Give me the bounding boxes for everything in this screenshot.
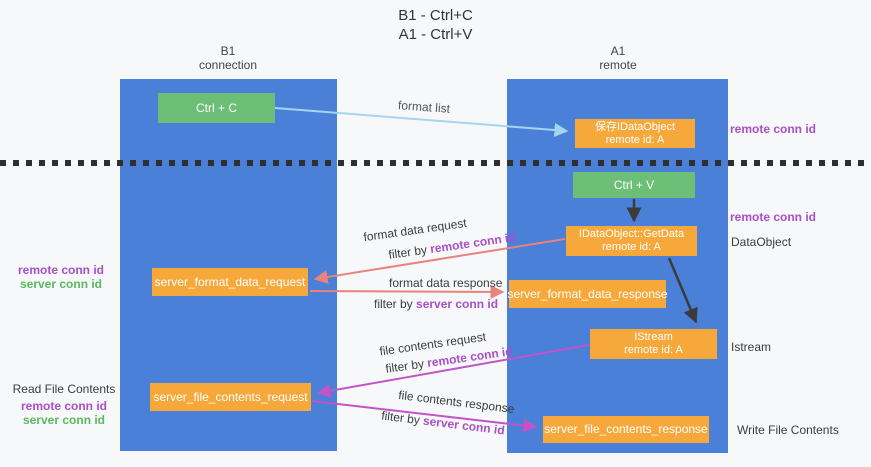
right-label-dataobject: DataObject bbox=[731, 235, 792, 249]
right-label-istream: Istream bbox=[731, 340, 772, 354]
left-label-read-file-contents: Read File Contents bbox=[12, 382, 116, 396]
left-remote-conn-id-bottom: remote conn id bbox=[20, 399, 107, 413]
box-idataobject-getdata: IDataObject::GetData remote id: A bbox=[566, 226, 697, 256]
server-file-contents-response-label: server_file_contents_response bbox=[544, 422, 708, 436]
getdata-line1: IDataObject::GetData bbox=[578, 228, 685, 240]
label-format-list: format list bbox=[397, 98, 451, 116]
right-label-write-file-contents: Write File Contents bbox=[737, 423, 839, 437]
server-conn-id-key: server conn id bbox=[416, 297, 499, 311]
box-server-file-contents-response: server_file_contents_response bbox=[543, 416, 709, 443]
title-line-2: A1 - Ctrl+V bbox=[398, 26, 473, 43]
remote-conn-id-key: remote conn id bbox=[429, 230, 517, 256]
arrow-format-data-response bbox=[309, 284, 505, 299]
server-format-data-request-label: server_format_data_request bbox=[154, 274, 306, 289]
save-idataobject-line1: 保存IDataObject bbox=[594, 120, 676, 133]
lane-a1-role: remote bbox=[599, 58, 637, 72]
lane-header-a1: A1 remote bbox=[548, 44, 688, 72]
filter-by-text: filter by bbox=[380, 408, 425, 428]
box-server-format-data-request: server_format_data_request bbox=[152, 268, 308, 296]
box-istream: IStream remote id: A bbox=[590, 329, 717, 359]
left-conn-id-group-top: remote conn id server conn id bbox=[8, 263, 114, 291]
left-remote-conn-id-top: remote conn id bbox=[17, 263, 104, 277]
lane-b1-role: connection bbox=[198, 58, 258, 72]
server-file-contents-request-label: server_file_contents_request bbox=[153, 389, 308, 404]
diagram-title: B1 - Ctrl+C A1 - Ctrl+V bbox=[0, 6, 871, 44]
ctrl-c-label: Ctrl + C bbox=[195, 100, 237, 115]
filter-by-text: filter by bbox=[374, 297, 417, 311]
box-ctrl-v: Ctrl + V bbox=[573, 172, 695, 198]
label-format-data-response: format data response bbox=[389, 276, 503, 290]
left-file-group-bottom: Read File Contents remote conn id server… bbox=[8, 382, 120, 427]
left-server-conn-id-bottom: server conn id bbox=[22, 413, 106, 427]
server-conn-id-key: server conn id bbox=[422, 413, 506, 438]
right-remote-conn-id-top: remote conn id bbox=[730, 122, 817, 136]
server-format-data-response-label: server_format_data_response bbox=[507, 286, 668, 301]
box-server-file-contents-request: server_file_contents_request bbox=[150, 383, 311, 411]
box-server-format-data-response: server_format_data_response bbox=[507, 280, 668, 308]
istream-line1: IStream bbox=[634, 331, 673, 343]
ctrl-v-label: Ctrl + V bbox=[613, 177, 655, 192]
filter-by-text: filter by bbox=[384, 356, 429, 376]
lane-a1-name: A1 bbox=[610, 44, 626, 58]
box-ctrl-c: Ctrl + C bbox=[158, 93, 275, 123]
save-idataobject-line2: remote id: A bbox=[605, 133, 665, 146]
box-save-idataobject: 保存IDataObject remote id: A bbox=[575, 119, 695, 148]
getdata-line2: remote id: A bbox=[602, 241, 661, 253]
filter-by-text: filter by bbox=[387, 242, 432, 262]
phase-separator-dashed-line bbox=[0, 160, 871, 166]
left-server-conn-id-top: server conn id bbox=[19, 277, 103, 291]
istream-line2: remote id: A bbox=[624, 344, 683, 356]
lane-b1-name: B1 bbox=[220, 44, 236, 58]
lane-header-b1: B1 connection bbox=[158, 44, 298, 72]
label-format-data-response-filter: filter by server conn id bbox=[374, 297, 498, 311]
right-remote-conn-id-mid: remote conn id bbox=[730, 210, 817, 224]
title-line-1: B1 - Ctrl+C bbox=[398, 7, 473, 24]
